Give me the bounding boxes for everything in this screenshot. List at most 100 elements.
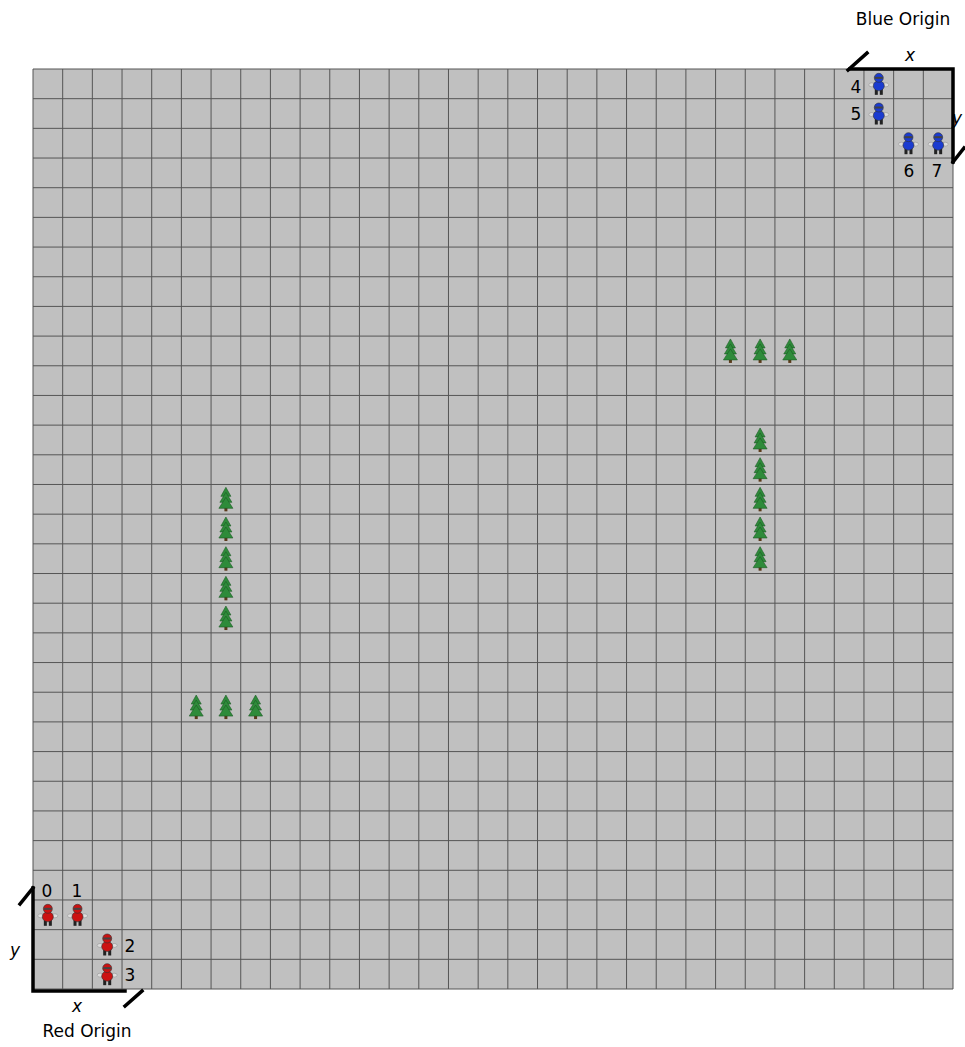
grid-line — [33, 989, 953, 990]
agent-visor — [904, 136, 912, 138]
grid-line — [329, 69, 330, 989]
agent-icon — [869, 103, 889, 125]
axis-label: x — [72, 998, 82, 1015]
agent-number: 4 — [851, 79, 862, 96]
grid-line — [389, 69, 390, 989]
grid-line — [33, 662, 953, 663]
grid-line — [596, 69, 597, 989]
agent-visor — [44, 908, 52, 910]
agent-icon — [97, 964, 117, 986]
agent-icon — [928, 133, 948, 155]
tree-crown — [219, 705, 233, 716]
grid-line — [33, 721, 953, 722]
tree-icon — [189, 695, 203, 719]
grid-line — [33, 158, 953, 159]
grid-line — [33, 692, 953, 693]
blue-axes — [848, 53, 964, 162]
grid-line — [804, 69, 805, 989]
tree-crown — [753, 557, 767, 568]
grid-line — [507, 69, 508, 989]
grid-line — [92, 69, 93, 989]
grid-line — [33, 425, 953, 426]
grid-line — [33, 840, 953, 841]
axis-label: y — [10, 942, 20, 959]
tree-crown — [753, 497, 767, 508]
origin-label: Blue Origin — [856, 11, 950, 28]
tree-icon — [753, 339, 767, 363]
tree-crown — [753, 527, 767, 538]
grid-line — [953, 69, 954, 989]
agent-visor — [875, 107, 883, 109]
grid-line — [33, 454, 953, 455]
agent-head — [103, 934, 112, 943]
tree-icon — [219, 606, 233, 630]
agent-head — [904, 133, 913, 142]
grid-line — [300, 69, 301, 989]
grid-line — [656, 69, 657, 989]
grid-line — [33, 247, 953, 248]
agent-icon — [898, 133, 918, 155]
agent-head — [934, 133, 943, 142]
grid-line — [685, 69, 686, 989]
tree-icon — [219, 517, 233, 541]
agent-head — [103, 964, 112, 973]
grid-line — [33, 870, 953, 871]
grid-line — [33, 573, 953, 574]
tree-icon — [249, 695, 263, 719]
agent-number: 7 — [932, 163, 943, 180]
agent-icon — [869, 73, 889, 95]
grid-line — [33, 751, 953, 752]
grid-line — [33, 187, 953, 188]
grid-line — [33, 543, 953, 544]
tree-crown — [753, 349, 767, 360]
grid-line — [893, 69, 894, 989]
tree-crown — [219, 616, 233, 627]
grid-line — [33, 484, 953, 485]
agent-icon — [38, 904, 58, 926]
grid-line — [834, 69, 835, 989]
grid-line — [211, 69, 212, 989]
grid-line — [745, 69, 746, 989]
grid-line — [478, 69, 479, 989]
tree-icon — [753, 487, 767, 511]
origin-label: Red Origin — [42, 1023, 131, 1040]
grid-line — [33, 632, 953, 633]
tree-icon — [753, 547, 767, 571]
tree-icon — [723, 339, 737, 363]
grid-line — [33, 69, 953, 70]
grid-line — [33, 781, 953, 782]
red-axes — [20, 888, 142, 1006]
agent-visor — [74, 908, 82, 910]
grid-line — [122, 69, 123, 989]
grid-line — [33, 128, 953, 129]
grid-line — [240, 69, 241, 989]
grid-line — [359, 69, 360, 989]
grid-line — [33, 929, 953, 930]
agent-number: 3 — [125, 967, 136, 984]
agent-visor — [103, 937, 111, 939]
agent-visor — [103, 967, 111, 969]
grid-line — [33, 276, 953, 277]
agent-number: 0 — [42, 883, 53, 900]
grid-line — [774, 69, 775, 989]
tree-icon — [753, 458, 767, 482]
grid-line — [567, 69, 568, 989]
agent-icon — [68, 904, 88, 926]
grid-line — [33, 336, 953, 337]
grid-line — [33, 514, 953, 515]
grid-line — [33, 98, 953, 99]
agent-number: 5 — [851, 106, 862, 123]
agent-number: 2 — [125, 938, 136, 955]
agent-icon — [97, 934, 117, 956]
grid-ground — [33, 69, 953, 989]
grid-line — [33, 899, 953, 900]
tree-icon — [753, 517, 767, 541]
grid-map — [33, 69, 953, 989]
tree-crown — [219, 527, 233, 538]
tree-icon — [783, 339, 797, 363]
agent-head — [874, 103, 883, 112]
tree-crown — [219, 497, 233, 508]
grid-line — [33, 395, 953, 396]
agent-visor — [875, 77, 883, 79]
